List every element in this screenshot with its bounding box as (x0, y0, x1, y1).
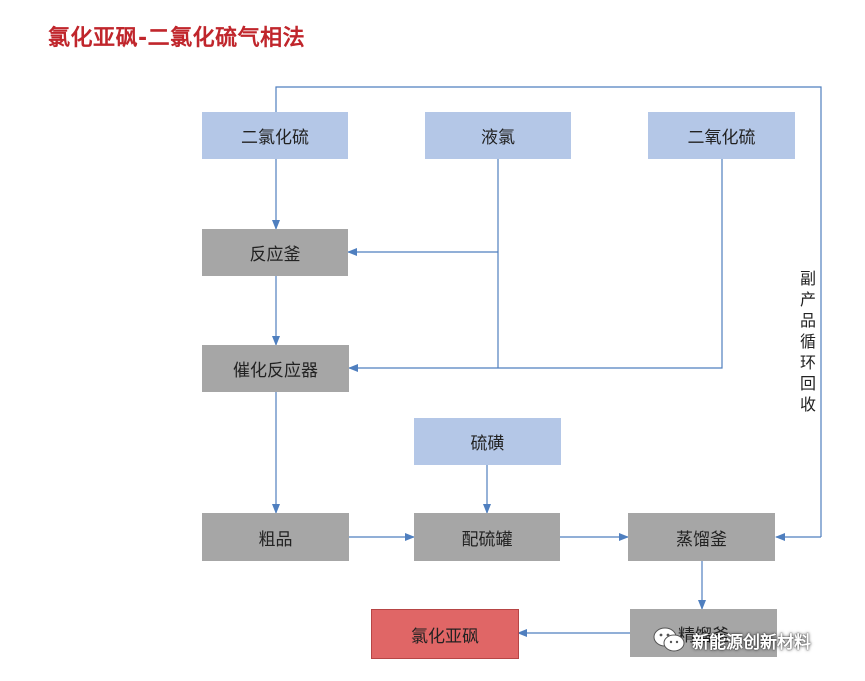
node-sulfur-mix-tank: 配硫罐 (414, 513, 560, 561)
node-reactor-kettle: 反应釜 (202, 229, 348, 276)
node-sulfur: 硫磺 (414, 418, 561, 465)
recycle-label: 副产品循环回收 (799, 269, 816, 414)
line-recycle-loop (275, 86, 822, 537)
node-so2: 二氧化硫 (648, 112, 795, 159)
node-crude: 粗品 (202, 513, 349, 561)
node-distill-kettle: 蒸馏釜 (628, 513, 775, 561)
arrow-so2-to-catalytic (348, 159, 723, 372)
watermark-text: 新能源创新材料 (692, 632, 811, 653)
node-rectify-kettle: 精馏釜 (630, 609, 777, 657)
diagram-title: 氯化亚砜-二氯化硫气相法 (48, 26, 306, 51)
node-scl2: 二氯化硫 (202, 112, 348, 159)
node-product: 氯化亚砜 (371, 609, 519, 659)
node-catalytic-reactor: 催化反应器 (202, 345, 349, 392)
node-liquid-chlorine: 液氯 (425, 112, 571, 159)
watermark: 新能源创新材料 (652, 626, 811, 654)
wechat-icon (653, 627, 685, 652)
